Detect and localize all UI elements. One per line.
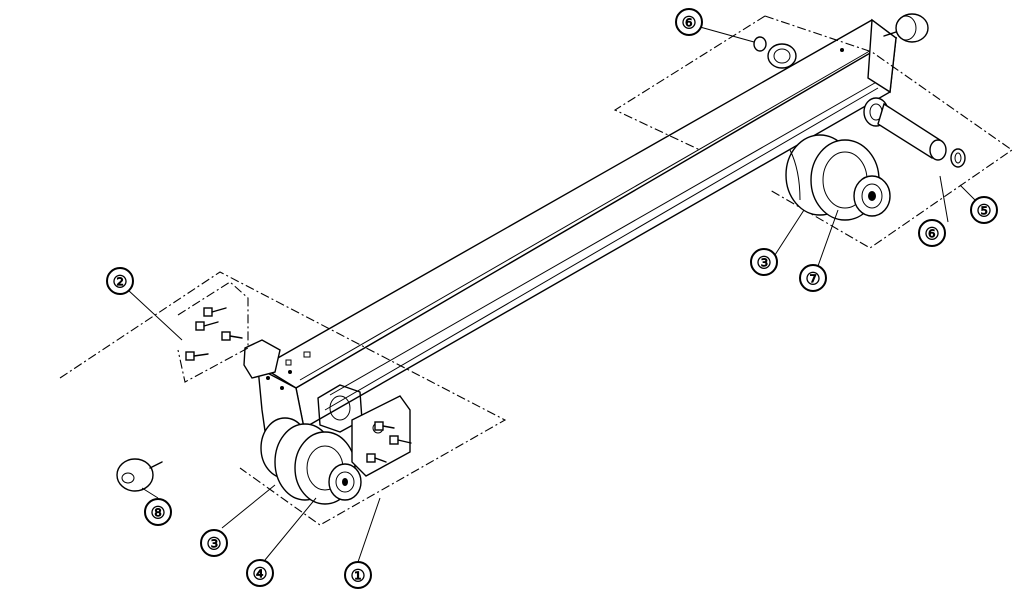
end-truck-beam — [243, 18, 898, 472]
callout-2-label: ② — [112, 273, 127, 292]
bolt-group-box — [177, 281, 249, 383]
callout-3-right: ③ — [750, 248, 778, 276]
callout-2: ② — [106, 267, 134, 295]
beam-front-face — [295, 36, 897, 430]
callout-7: ⑦ — [799, 264, 827, 292]
bumper-top-right — [883, 13, 929, 43]
right-end-plate — [867, 18, 897, 94]
assembly-box-1 — [59, 271, 507, 526]
bolt-group — [185, 307, 243, 361]
callout-6b-label: ⑥ — [924, 225, 939, 244]
callout-8-label: ⑧ — [150, 504, 165, 523]
callout-8: ⑧ — [144, 498, 172, 526]
callout-6-top: ⑥ — [675, 8, 703, 36]
left-bracket-plate — [243, 339, 281, 379]
assembly-box-5 — [764, 15, 1013, 249]
right-wheel — [785, 134, 891, 221]
callout-5: ⑤ — [970, 196, 998, 224]
callout-3b-label: ③ — [756, 254, 771, 273]
callout-3a-label: ③ — [206, 535, 221, 554]
callout-6-right: ⑥ — [918, 219, 946, 247]
leader-lines — [127, 26, 976, 563]
bumper-bottom-left — [116, 458, 163, 492]
callout-7-label: ⑦ — [805, 270, 820, 289]
callout-1-label: ① — [350, 567, 365, 586]
left-mount-plate — [351, 395, 412, 477]
callout-3-left: ③ — [200, 529, 228, 557]
callout-5-label: ⑤ — [976, 202, 991, 221]
callout-6a-label: ⑥ — [681, 14, 696, 33]
callout-1: ① — [344, 561, 372, 589]
left-wheel — [260, 417, 362, 505]
callout-4-label: ④ — [252, 565, 267, 584]
right-top-bushing — [753, 36, 797, 69]
right-axle — [863, 97, 966, 168]
callout-4: ④ — [246, 559, 274, 587]
